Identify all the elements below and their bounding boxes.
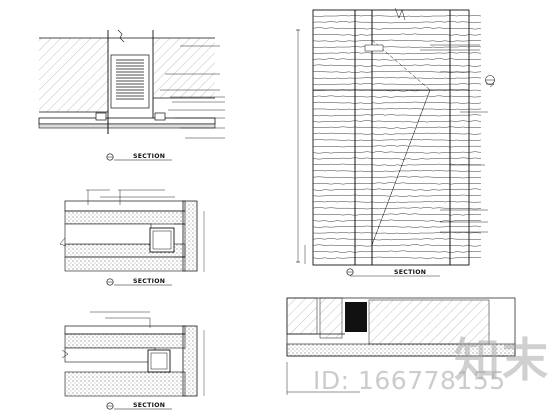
wood-grain-line (312, 39, 482, 42)
wood-grain-line (312, 225, 482, 228)
section-title-top-left: SECTION (133, 153, 165, 160)
wood-grain-line (312, 64, 482, 67)
wood-grain-line (312, 213, 482, 216)
wood-grain-line (312, 157, 482, 160)
wood-grain-line (313, 250, 482, 253)
right-elevation: SECTION (296, 7, 495, 277)
wood-grain-line (312, 45, 482, 49)
wood-grain-line (312, 114, 482, 117)
section-title-right: SECTION (394, 269, 426, 276)
wood-grain-line (312, 27, 482, 30)
wood-grain-line (312, 83, 482, 86)
wood-grain-line (312, 145, 481, 148)
wood-grain-line (312, 200, 482, 204)
top-left-section: SECTION (38, 29, 225, 161)
bottom-right-detail (286, 297, 516, 395)
wood-grain-line (312, 231, 482, 235)
wood-grain-line (312, 244, 482, 247)
watermark-logo: 知末 (454, 333, 550, 387)
wood-grain-line (312, 58, 482, 61)
wood-grain-line (312, 151, 482, 154)
wood-grain-line (312, 194, 482, 197)
wood-grain-line (312, 52, 482, 55)
wood-grain-line (312, 188, 482, 191)
wood-grain-line (312, 256, 482, 259)
wood-grain-line (312, 138, 482, 142)
wood-grain-line (312, 169, 482, 172)
wood-grain-line (312, 33, 482, 36)
wood-grain-line (312, 132, 482, 135)
wood-grain-line (312, 107, 482, 111)
wood-grain-line (312, 95, 482, 98)
wood-grain-line (312, 182, 482, 185)
middle-left-section: SECTION (59, 189, 205, 286)
bottom-left-section: SECTION (61, 311, 205, 410)
wood-grain-line (312, 126, 482, 129)
wood-grain-line (312, 207, 482, 210)
wood-grain-line (312, 70, 482, 73)
wood-grain-line (312, 163, 482, 166)
wood-grain-line (312, 77, 482, 80)
wood-grain-line (312, 219, 482, 222)
wood-grain-line (312, 101, 482, 104)
wood-grain-line (312, 120, 482, 123)
section-title-middle-left: SECTION (133, 278, 165, 285)
watermark-id: ID: 166778155 (313, 366, 506, 395)
wood-grain-line (312, 176, 482, 179)
wood-grain-line (312, 21, 482, 24)
wood-grain-line (312, 14, 482, 18)
wood-grain-line (312, 238, 482, 241)
section-title-bottom-left: SECTION (133, 402, 165, 409)
